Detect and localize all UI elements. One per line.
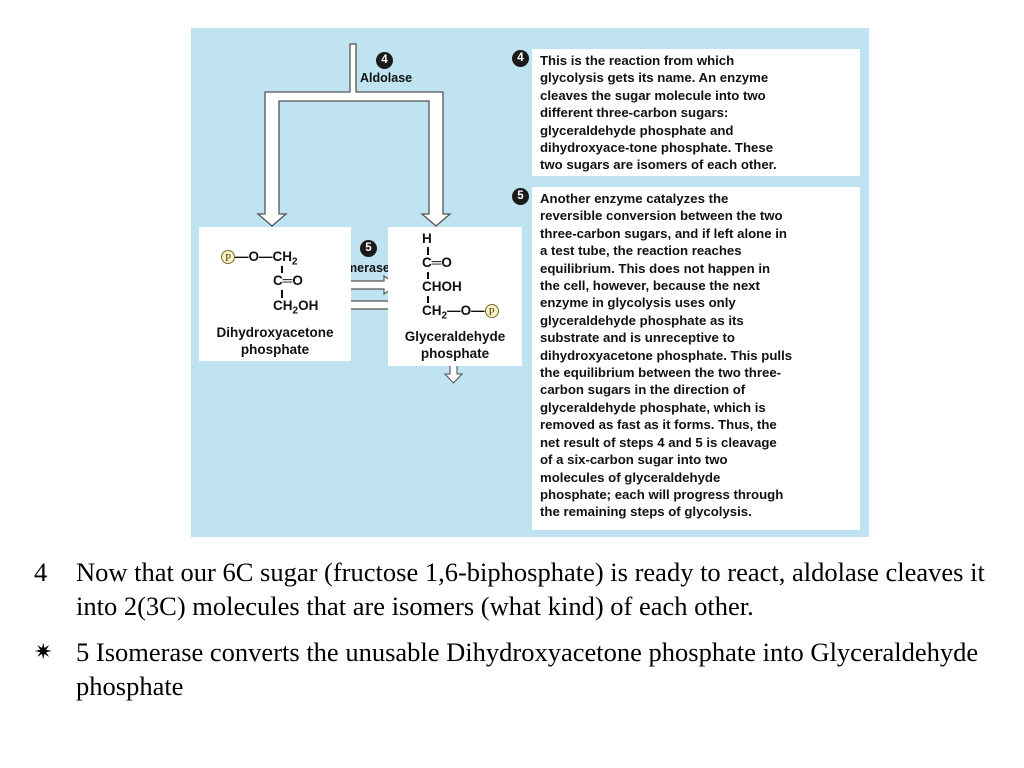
panel-text-line: This is the reaction from which xyxy=(540,53,735,68)
panel-text-line: three-carbon sugars, and if left alone i… xyxy=(540,225,787,241)
panel-text-line: dihydroxyace-tone phosphate. These xyxy=(540,140,774,156)
panel-text-line: of a six-carbon sugar into two xyxy=(540,452,728,468)
bullet-text: Now that our 6C sugar (fructose 1,6-biph… xyxy=(76,557,985,621)
dhap-molecule: P—O—CH2 C═O CH2OH Dihydroxyacetone phosp… xyxy=(199,227,351,361)
panel-text-line: molecules of glyceraldehyde xyxy=(540,469,721,485)
panel-text-line: removed as fast as it forms. Thus, the xyxy=(540,417,777,433)
g3p-row2: C═O xyxy=(422,255,452,270)
dhap-row1: P—O—CH2 xyxy=(221,249,298,271)
panel-text-line: glyceraldehyde phosphate as its xyxy=(540,312,744,328)
next-step-arrow xyxy=(443,363,464,384)
panel-text-line: glyceraldehyde phosphate and xyxy=(540,122,734,138)
aldolase-split-arrow xyxy=(256,43,452,227)
panel-text-line: a test tube, the reaction reaches xyxy=(540,243,742,259)
g3p-row3: CHOH xyxy=(422,279,462,294)
g3p-row4: CH2—O—P xyxy=(422,303,499,325)
slide-bullets: 4 Now that our 6C sugar (fructose 1,6-bi… xyxy=(26,555,986,703)
phosphate-icon: P xyxy=(484,304,499,319)
bullet-text: 5 Isomerase converts the unusable Dihydr… xyxy=(76,637,979,701)
phosphate-icon: P xyxy=(221,250,235,265)
panel-step4-text: This is the reaction from which glycolysi… xyxy=(532,49,860,176)
panel-text-line: cleaves the sugar molecule into two xyxy=(540,87,766,103)
dhap-row2: C═O xyxy=(273,273,303,288)
bullet-step5: ✷ 5 Isomerase converts the unusable Dihy… xyxy=(26,635,986,703)
panel-text-line: phosphate; each will progress through xyxy=(540,486,784,502)
panel-text-line: glycolysis gets its name. An enzyme xyxy=(540,70,769,86)
panel-step5-text: Another enzyme catalyzes the reversible c… xyxy=(532,187,860,530)
aldolase-label: Aldolase xyxy=(360,71,413,85)
pathway-arrows xyxy=(256,43,464,384)
step4-number-badge: 4 xyxy=(376,52,393,69)
panel-text-line: enzyme in glycolysis uses only xyxy=(540,295,736,311)
panel-text-line: the cell, however, because the next xyxy=(540,278,760,294)
g3p-molecule: H C═O CHOH CH2—O—P Glyceraldehyde phosph… xyxy=(388,227,522,366)
g3p-name: Glyceraldehyde phosphate xyxy=(404,329,506,361)
panel-text-line: dihydroxyacetone phosphate. This pulls xyxy=(540,347,793,363)
dhap-name: Dihydroxyacetone phosphate xyxy=(216,325,334,357)
g3p-row1: H xyxy=(422,231,432,246)
panel-text-line: reversible conversion between the two xyxy=(540,208,783,224)
panel-text-line: the equilibrium between the two three- xyxy=(540,365,782,381)
panel-text-line: Another enzyme catalyzes the xyxy=(540,191,729,206)
dhap-row3: CH2OH xyxy=(273,298,319,317)
panel5-number-badge: 5 xyxy=(512,188,529,205)
bullet-step4: 4 Now that our 6C sugar (fructose 1,6-bi… xyxy=(26,555,986,623)
panel-text-line: two sugars are isomers of each other. xyxy=(540,157,777,173)
bullet-marker: 4 xyxy=(34,557,48,587)
panel4-number-badge: 4 xyxy=(512,50,529,67)
glycolysis-figure: 4 Aldolase 5 Isomerase P—O—CH2 C═O CH2OH… xyxy=(191,28,869,537)
panel-text-line: different three-carbon sugars: xyxy=(540,105,729,121)
panel-text-line: glyceraldehyde phosphate, which is xyxy=(540,399,766,415)
panel-text-line: substrate and is unreceptive to xyxy=(540,330,735,346)
panel-text-line: equilibrium. This does not happen in xyxy=(540,260,771,276)
panel-text-line: carbon sugars in the direction of xyxy=(540,382,746,398)
panel-text-line: the remaining steps of glycolysis. xyxy=(540,504,752,520)
panel-text-line: net result of steps 4 and 5 is cleavage xyxy=(540,434,777,450)
step5-number-badge: 5 xyxy=(360,240,377,257)
bullet-star-icon: ✷ xyxy=(34,639,53,664)
